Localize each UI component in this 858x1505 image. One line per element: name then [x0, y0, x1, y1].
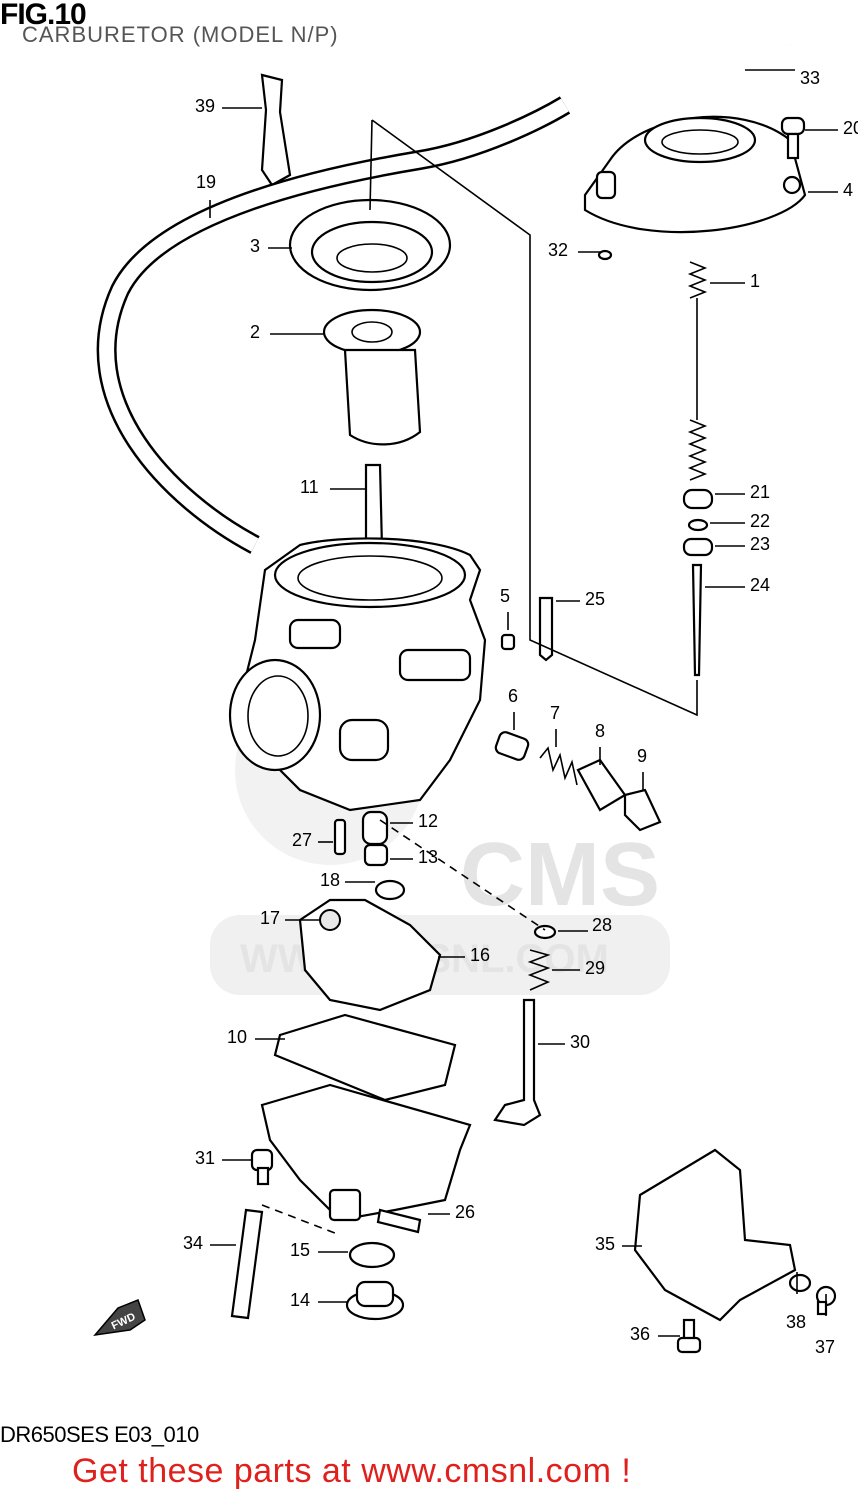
callout-label-16: 16 — [470, 945, 490, 965]
callout-label-30: 30 — [570, 1032, 590, 1052]
callout-label-13: 13 — [418, 847, 438, 867]
callout-label-18: 18 — [320, 870, 340, 890]
callout-labels: 3320439193321211212223245256789122713181… — [183, 68, 858, 1357]
part-29-spring — [527, 949, 551, 991]
callout-label-12: 12 — [418, 811, 438, 831]
part-11-vent-pipe — [364, 463, 384, 552]
part-23-washer — [682, 537, 714, 557]
callout-label-2: 2 — [250, 322, 260, 342]
callout-label-28: 28 — [592, 915, 612, 935]
part-8-cap — [576, 758, 627, 812]
callout-label-7: 7 — [550, 703, 560, 723]
assembly-line-needle — [369, 119, 698, 717]
carburetor-body — [228, 537, 487, 812]
figure-subtitle: CARBURETOR (MODEL N/P) — [22, 22, 339, 47]
callout-label-6: 6 — [508, 686, 518, 706]
drawing-code: DR650SES E03_010 — [0, 1422, 199, 1447]
part-35-cover — [633, 1148, 797, 1322]
part-24-jet-needle — [691, 563, 703, 677]
callout-label-4: 4 — [843, 180, 853, 200]
callout-label-34: 34 — [183, 1233, 203, 1253]
fwd-arrow-icon: FWD — [93, 1299, 146, 1337]
part-33-vent-hose-inner — [593, 40, 791, 151]
part-13-main-jet — [363, 843, 389, 867]
figure-title: FIG.10 — [0, 0, 87, 31]
part-15-o-ring — [348, 1241, 396, 1269]
callout-label-24: 24 — [750, 575, 770, 595]
part-28-o-ring — [533, 924, 557, 940]
callout-label-17: 17 — [260, 908, 280, 928]
part-9-boot — [623, 788, 662, 832]
callout-label-32: 32 — [548, 240, 568, 260]
watermark-brand: CMS — [460, 825, 660, 925]
callout-label-19: 19 — [196, 172, 216, 192]
callout-label-8: 8 — [595, 721, 605, 741]
part-20-screw — [780, 116, 806, 160]
part-10-float-chamber-gasket — [273, 1013, 457, 1102]
callout-label-10: 10 — [227, 1027, 247, 1047]
callout-label-23: 23 — [750, 534, 770, 554]
callout-label-25: 25 — [585, 589, 605, 609]
part-38-washer — [788, 1273, 812, 1293]
part-27-pilot-jet — [333, 818, 347, 856]
part-2-piston — [322, 308, 422, 446]
part-31-screw — [250, 1148, 274, 1186]
callout-label-36: 36 — [630, 1324, 650, 1344]
callout-label-14: 14 — [290, 1290, 310, 1310]
callout-label-35: 35 — [595, 1234, 615, 1254]
part-18-o-ring — [374, 879, 406, 901]
part-21-needle-holder — [682, 488, 714, 510]
part-1-spring — [687, 261, 708, 481]
part-14-drain-plug — [345, 1280, 405, 1321]
part-5-pilot-screw — [500, 633, 516, 651]
part-22-e-clip — [687, 518, 709, 532]
callout-label-31: 31 — [195, 1148, 215, 1168]
float-chamber — [260, 1083, 472, 1222]
callout-label-9: 9 — [637, 746, 647, 766]
callout-label-33: 33 — [800, 68, 820, 88]
promo-link-text[interactable]: Get these parts at www.cmsnl.com ! — [72, 1452, 632, 1490]
part-7-spring — [539, 746, 578, 786]
callout-label-27: 27 — [292, 830, 312, 850]
callout-label-26: 26 — [455, 1202, 475, 1222]
callout-label-20: 20 — [843, 118, 858, 138]
callout-label-22: 22 — [750, 511, 770, 531]
part-39-clamp — [260, 73, 292, 187]
callout-label-21: 21 — [750, 482, 770, 502]
callout-label-37: 37 — [815, 1337, 835, 1357]
callout-label-15: 15 — [290, 1240, 310, 1260]
part-34-pipe — [230, 1208, 264, 1320]
part-16-float — [298, 898, 442, 1012]
callout-label-5: 5 — [500, 586, 510, 606]
part-3-diaphragm — [288, 198, 452, 292]
part-36-bolt — [676, 1318, 702, 1354]
callout-label-3: 3 — [250, 236, 260, 256]
callout-label-39: 39 — [195, 96, 215, 116]
callout-label-1: 1 — [750, 271, 760, 291]
callout-label-38: 38 — [786, 1312, 806, 1332]
part-19-drain-hose-inner — [99, 98, 569, 552]
part-32-clip — [597, 249, 613, 261]
part-6-plunger — [494, 731, 530, 761]
part-25-starter-plunger — [538, 596, 554, 662]
callout-label-11: 11 — [300, 477, 319, 497]
part-4-top-cap — [583, 115, 807, 234]
part-30-throttle-stop-screw — [493, 998, 542, 1127]
part-26-drain-screw — [376, 1208, 422, 1234]
assembly-line-jet — [379, 819, 546, 931]
part-12-needle-jet — [361, 810, 389, 846]
callout-label-29: 29 — [585, 958, 605, 978]
